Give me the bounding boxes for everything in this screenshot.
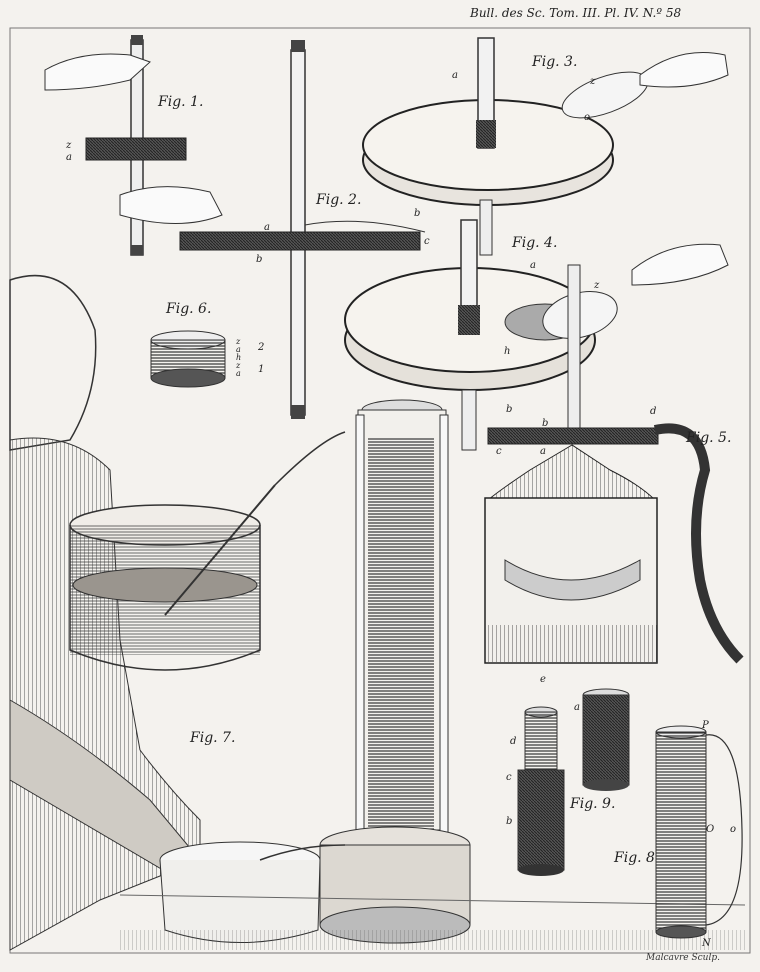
label-1: 1 <box>258 364 264 375</box>
fig4-apparatus <box>344 219 729 451</box>
label-z: z <box>589 76 596 87</box>
fig7-caption: Fig. 7. <box>189 730 235 746</box>
fig5-caption: Fig. 5. <box>685 430 731 446</box>
label-a: a <box>236 369 241 378</box>
label-a: a <box>574 702 580 713</box>
fig9-cells <box>517 688 630 876</box>
label-b: b <box>414 208 420 219</box>
label-a: a <box>264 222 270 233</box>
label-e: e <box>540 674 546 685</box>
label-z: z <box>235 361 241 370</box>
engraver-signature: Malcavre Sculp. <box>646 953 720 963</box>
label-b: b <box>506 816 512 827</box>
fig3-caption: Fig. 3. <box>531 54 577 70</box>
plate-header: Bull. des Sc. Tom. III. Pl. IV. N.º 58 <box>470 6 682 20</box>
fig8-caption: Fig. 8 <box>613 850 655 866</box>
label-d: d <box>650 406 656 417</box>
fig9-caption: Fig. 9. <box>569 796 615 812</box>
label-h: h <box>236 353 241 362</box>
fig8-pile <box>655 725 743 939</box>
label-o: o <box>730 824 736 835</box>
label-a: a <box>66 152 72 163</box>
fig6-caption: Fig. 6. <box>165 301 211 317</box>
label-z: z <box>593 280 600 291</box>
fig1-apparatus <box>44 35 223 256</box>
label-c: c <box>506 772 512 783</box>
fig6-stack <box>150 330 226 388</box>
label-b: b <box>506 404 512 415</box>
label-z: z <box>235 337 241 346</box>
label-a: a <box>452 70 458 81</box>
fig5-apparatus <box>484 264 744 664</box>
fig2-apparatus <box>179 40 426 419</box>
label-a: a <box>540 446 546 457</box>
fig7-apparatus <box>9 274 748 951</box>
fig2-caption: Fig. 2. <box>315 192 361 208</box>
fig1-caption: Fig. 1. <box>157 94 203 110</box>
label-h: h <box>504 346 510 357</box>
label-a: a <box>530 260 536 271</box>
label-2: 2 <box>257 342 264 353</box>
label-b: b <box>256 254 262 265</box>
label-b: b <box>542 418 548 429</box>
label-c: c <box>496 446 502 457</box>
label-o: o <box>584 112 590 123</box>
label-d: d <box>510 736 516 747</box>
fig3-apparatus <box>362 37 729 256</box>
fig4-caption: Fig. 4. <box>511 235 557 251</box>
label-O: O <box>706 824 714 835</box>
label-z: z <box>65 140 72 151</box>
label-P: P <box>701 720 709 731</box>
label-c: c <box>424 236 430 247</box>
label-a: a <box>236 345 241 354</box>
label-N: N <box>701 938 712 949</box>
